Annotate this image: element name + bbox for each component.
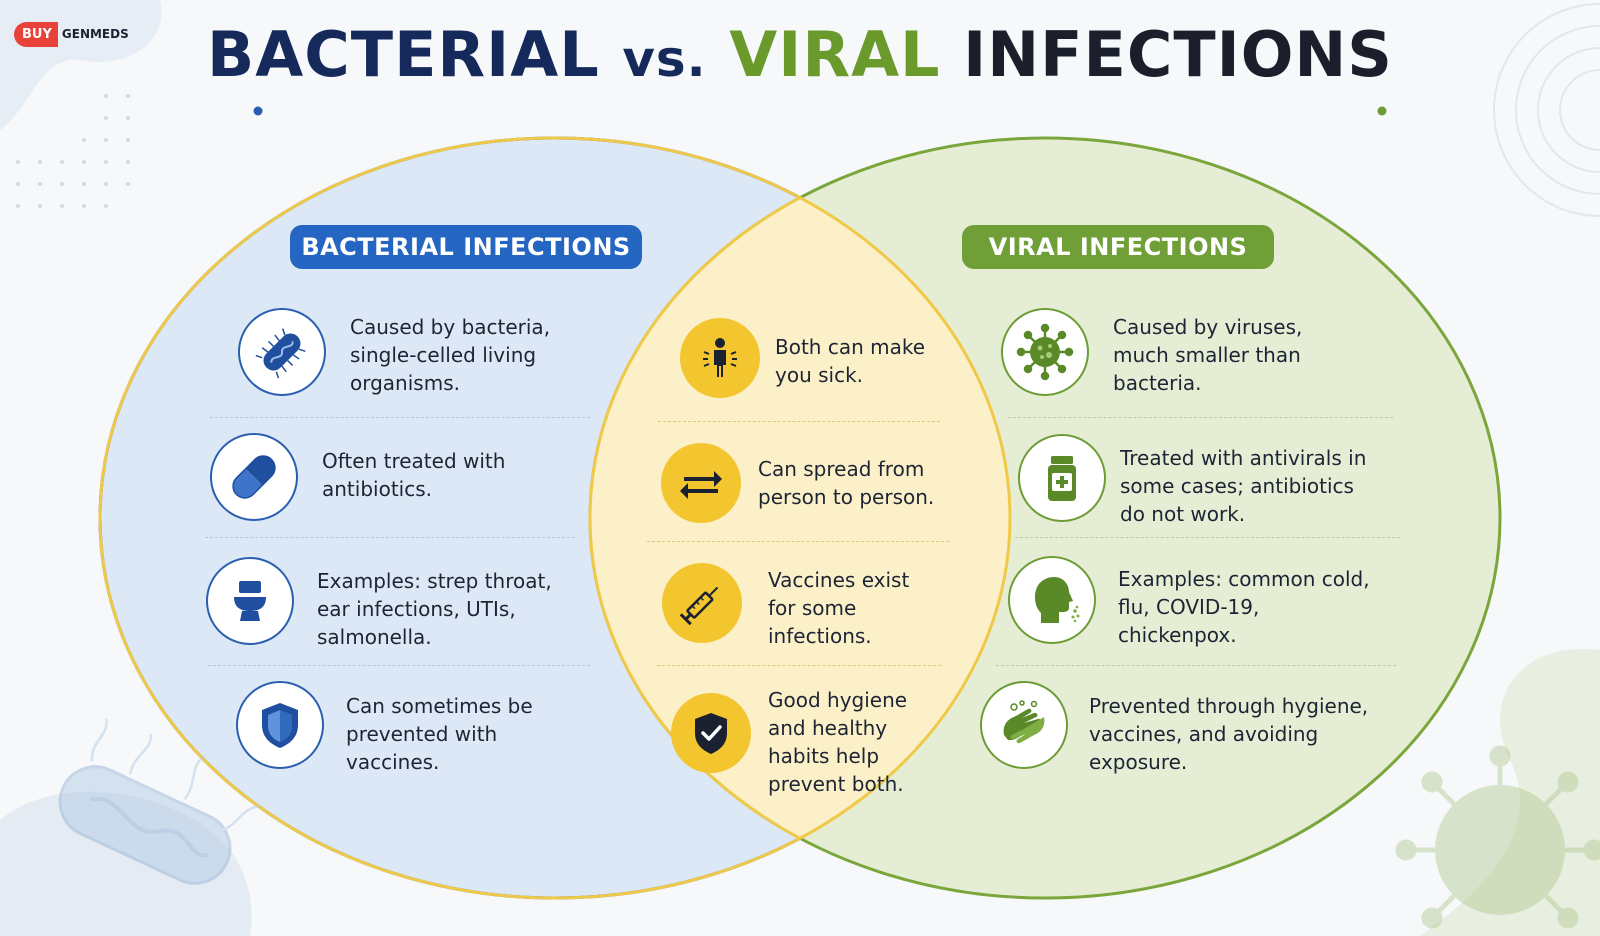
- overlap-divider: [657, 665, 941, 666]
- viral-item-2-text: Treated with antivirals in some cases; a…: [1120, 446, 1367, 526]
- viral-heading: VIRAL INFECTIONS: [962, 225, 1274, 269]
- virus-icon: [1001, 308, 1089, 396]
- shield-check-icon: [671, 693, 751, 773]
- viral-divider: [996, 665, 1396, 666]
- medicine-bottle-icon: [1018, 434, 1106, 522]
- viral-item-1-text: Caused by viruses, much smaller than bac…: [1113, 315, 1303, 395]
- viral-item-3-text: Examples: common cold, flu, COVID-19, ch…: [1118, 567, 1370, 647]
- title-infections: INFECTIONS: [963, 18, 1393, 91]
- bacterium-icon: [238, 308, 326, 396]
- concentric-rings-decoration: [1493, 3, 1600, 217]
- bacterial-item-4-text: Can sometimes be prevented with vaccines…: [346, 694, 533, 774]
- decorative-virus-icon: [1395, 745, 1600, 929]
- bacterial-item-3-text: Examples: strep throat, ear infections, …: [317, 569, 552, 649]
- bacterial-divider: [208, 665, 590, 666]
- decorative-bacterium-icon: [58, 718, 259, 885]
- dot-pattern-decoration: [16, 94, 130, 208]
- washing-hands-icon: [980, 681, 1068, 769]
- logo-buy: BUY: [14, 21, 58, 47]
- both-item-2-text: Can spread from person to person.: [758, 457, 935, 509]
- viral-divider: [1008, 417, 1393, 418]
- bacterial-heading: BACTERIAL INFECTIONS: [290, 225, 642, 269]
- bacterial-item-1-text: Caused by bacteria, single-celled living…: [350, 315, 551, 395]
- overlap-divider: [647, 541, 949, 542]
- bacterial-divider: [205, 537, 575, 538]
- sick-person-icon: [680, 318, 760, 398]
- both-item-4-text: Good hygiene and healthy habits help pre…: [768, 688, 908, 796]
- toilet-icon: [206, 557, 294, 645]
- bacterial-divider: [210, 417, 590, 418]
- capsule-icon: [210, 433, 298, 521]
- sneezing-head-icon: [1008, 556, 1096, 644]
- viral-item-4-text: Prevented through hygiene, vaccines, and…: [1089, 694, 1369, 774]
- title-vs: vs.: [622, 30, 707, 88]
- syringe-icon: [662, 563, 742, 643]
- viral-divider: [1015, 537, 1400, 538]
- page-title: BACTERIAL vs. VIRAL INFECTIONS: [0, 18, 1600, 91]
- overlap-divider: [658, 421, 940, 422]
- overlap-region: [588, 138, 1010, 898]
- bacterial-item-2-text: Often treated with antibiotics.: [322, 449, 506, 501]
- both-item-3-text: Vaccines exist for some infections.: [768, 568, 910, 648]
- title-viral: VIRAL: [729, 18, 941, 91]
- brand-logo[interactable]: BUY GENMEDS: [14, 20, 129, 48]
- both-item-1-text: Both can make you sick.: [775, 335, 926, 387]
- exchange-arrows-icon: [661, 443, 741, 523]
- shield-icon: [236, 681, 324, 769]
- title-bacterial: BACTERIAL: [207, 18, 600, 91]
- logo-brand: GENMEDS: [61, 27, 129, 41]
